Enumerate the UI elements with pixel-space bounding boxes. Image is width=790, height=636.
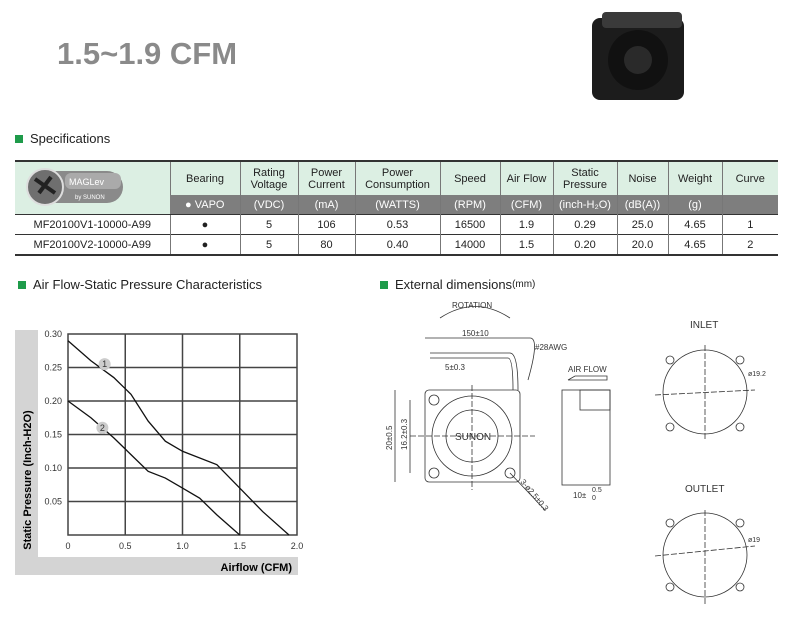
unit-cell: (WATTS): [354, 195, 440, 215]
x-tick-label: 1.0: [176, 541, 189, 551]
x-tick-label: 0: [65, 541, 70, 551]
maglev-logo: MAGLev by SUNON: [15, 161, 170, 215]
value-cell: 1: [721, 214, 778, 235]
bullet-icon: [380, 280, 388, 289]
inlet-dia: ø19.2: [748, 371, 766, 378]
value-cell: 1.9: [499, 214, 553, 235]
header-current: Power Current: [297, 161, 355, 195]
value-cell: 0.20: [552, 234, 617, 255]
x-tick-label: 1.5: [233, 541, 246, 551]
unit-text: (mm): [512, 279, 536, 290]
value-cell: 106: [297, 214, 355, 235]
rotation-label: ROTATION: [452, 301, 492, 310]
page-title: 1.5~1.9 CFM: [57, 36, 238, 71]
model-cell: MF20100V1-10000-A99: [15, 214, 170, 235]
heading-text: External dimensions: [395, 277, 513, 292]
fan-photo: [588, 12, 688, 104]
value-cell: 1.5: [499, 234, 553, 255]
holes-label: 3-ø2.5±0.3: [518, 478, 550, 514]
tol-plus: 0.5: [592, 487, 602, 494]
cable-length: 150±10: [462, 329, 489, 338]
y-tick-label: 0.15: [44, 430, 62, 440]
curve-label: 1: [102, 359, 107, 369]
unit-cell: [721, 195, 778, 215]
airflow-label: AIR FLOW: [568, 365, 607, 374]
value-cell: 20.0: [616, 234, 668, 255]
value-cell: 0.29: [552, 214, 617, 235]
value-cell: 16500: [439, 214, 500, 235]
value-cell: 0.53: [354, 214, 440, 235]
brand-label: SUNON: [455, 432, 491, 443]
curve-1: [67, 340, 290, 536]
curve-label: 2: [100, 423, 105, 433]
heading-text: Specifications: [30, 131, 111, 146]
y-tick-label: 0.05: [44, 497, 62, 507]
svg-text:by SUNON: by SUNON: [75, 195, 105, 201]
value-cell: 80: [297, 234, 355, 255]
curve-marker: [98, 358, 111, 371]
unit-cell: (dB(A)): [616, 195, 668, 215]
header-weight: Weight: [667, 161, 722, 195]
value-cell: 2: [721, 234, 778, 255]
value-cell: 5: [239, 234, 298, 255]
header-voltage: Rating Voltage: [239, 161, 298, 195]
curve-marker: [96, 421, 109, 434]
value-cell: 4.65: [667, 214, 722, 235]
header-curve: Curve: [721, 161, 778, 195]
chart-heading: Air Flow-Static Pressure Characteristics: [18, 277, 262, 292]
unit-cell: (CFM): [499, 195, 553, 215]
unit-cell: (g): [667, 195, 722, 215]
unit-cell: ● VAPO: [170, 195, 240, 215]
unit-cell: (inch-H₂O): [552, 195, 617, 215]
strip-label: 5±0.3: [445, 363, 466, 372]
size-label: 20±0.5: [385, 425, 394, 450]
model-cell: MF20100V2-10000-A99: [15, 234, 170, 255]
value-cell: 4.65: [667, 234, 722, 255]
spec-table: MAGLev by SUNON Bearing Rating Voltage Po…: [15, 160, 778, 256]
unit-cell: (VDC): [239, 195, 298, 215]
x-axis-label: Airflow (CFM): [221, 562, 293, 574]
outlet-label: OUTLET: [685, 484, 724, 495]
inlet-label: INLET: [690, 320, 718, 331]
fan-image-icon: [592, 12, 684, 100]
svg-text:MAGLev: MAGLev: [69, 177, 105, 187]
value-cell: 0.40: [354, 234, 440, 255]
dimensions-heading: External dimensions(mm): [380, 277, 535, 292]
wire-label: #28AWG: [535, 343, 567, 352]
dimension-drawing: ROTATION 150±10 #28AWG 5±0.3 SUNON 20±0.…: [385, 301, 766, 605]
y-tick-label: 0.20: [44, 396, 62, 406]
header-airflow: Air Flow: [499, 161, 553, 195]
value-cell: 14000: [439, 234, 500, 255]
unit-cell: (mA): [297, 195, 355, 215]
pitch-label: 16.2±0.3: [400, 418, 409, 450]
value-cell: ●: [169, 234, 240, 255]
header-pressure: Static Pressure: [552, 161, 617, 195]
thickness-label: 10±: [573, 491, 587, 500]
bullet-icon: [15, 134, 23, 143]
x-tick-label: 2.0: [291, 541, 304, 551]
header-speed: Speed: [439, 161, 500, 195]
tol-minus: 0: [592, 495, 596, 502]
header-noise: Noise: [616, 161, 668, 195]
y-tick-label: 0.10: [44, 463, 62, 473]
outlet-dia: ø19: [748, 537, 760, 544]
heading-text: Air Flow-Static Pressure Characteristics: [33, 277, 262, 292]
value-cell: 5: [239, 214, 298, 235]
y-tick-label: 0.30: [44, 329, 62, 339]
y-tick-label: 0.25: [44, 363, 62, 373]
unit-cell: (RPM): [439, 195, 500, 215]
header-consumption: Power Consumption: [354, 161, 440, 195]
x-tick-label: 0.5: [119, 541, 132, 551]
specifications-heading: Specifications: [15, 131, 110, 146]
y-axis-label: Static Pressure (Inch-H2O): [22, 410, 34, 550]
value-cell: ●: [169, 214, 240, 235]
value-cell: 25.0: [616, 214, 668, 235]
bullet-icon: [18, 280, 26, 289]
header-bearing: Bearing: [169, 161, 240, 195]
